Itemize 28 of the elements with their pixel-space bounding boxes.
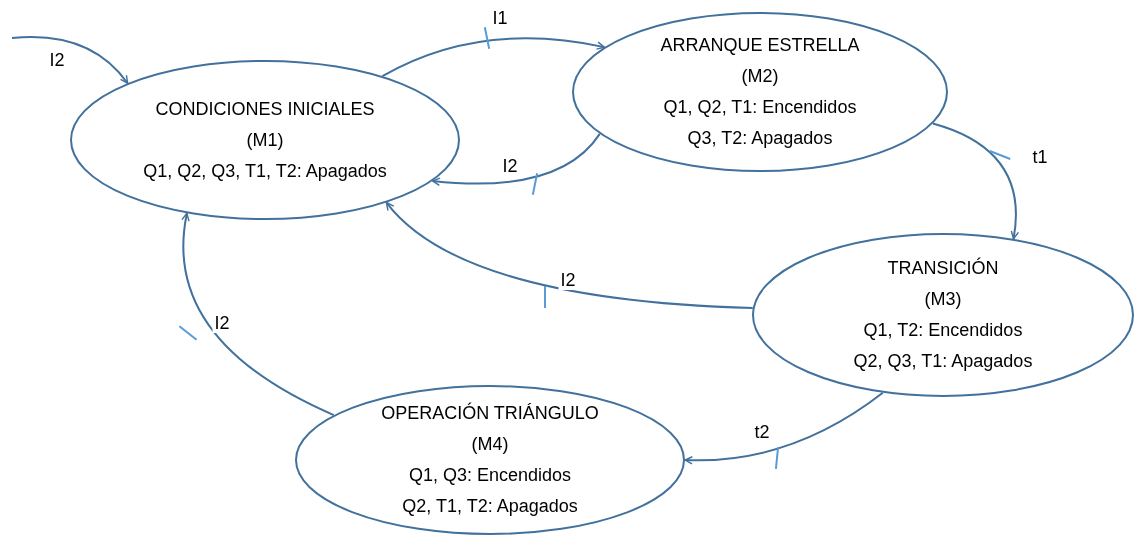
state-ellipse — [752, 233, 1134, 397]
state-name: CONDICIONES INICIALES — [155, 97, 375, 121]
arrow — [381, 37, 606, 78]
state-name: ARRANQUE ESTRELLA — [660, 34, 860, 57]
arrow — [931, 122, 1019, 240]
state-code: (M3) — [924, 288, 962, 311]
state-name: OPERACIÓN TRIÁNGULO — [381, 401, 599, 425]
edge-label: I2 — [558, 270, 578, 290]
output-state: Q1, Q2, T1: Encendidos — [663, 96, 857, 119]
output-state: Q1, Q2, Q3, T1, T2: Apagados — [143, 159, 387, 183]
edge-label: I2 — [212, 313, 232, 333]
output-state: Q2, T1, T2: Apagados — [402, 495, 578, 518]
state-ellipse — [572, 12, 948, 172]
output-state: Q1, Q3: Encendidos — [408, 464, 572, 487]
state-code: (M2) — [741, 65, 779, 88]
state-ellipse — [295, 385, 685, 535]
arrow — [181, 212, 335, 417]
arrow — [684, 391, 884, 465]
output-state: Q2, Q3, T1: Apagados — [853, 350, 1033, 373]
state-code: (M1) — [246, 128, 284, 152]
arrow — [385, 201, 754, 310]
state-name: TRANSICIÓN — [887, 256, 999, 280]
output-state: Q1, T2: Encendidos — [863, 319, 1023, 342]
state-code: (M4) — [471, 433, 509, 456]
output-state: Q3, T2: Apagados — [687, 127, 833, 150]
state-ellipse — [70, 60, 460, 220]
arrow — [431, 132, 601, 186]
arrow — [11, 36, 129, 85]
